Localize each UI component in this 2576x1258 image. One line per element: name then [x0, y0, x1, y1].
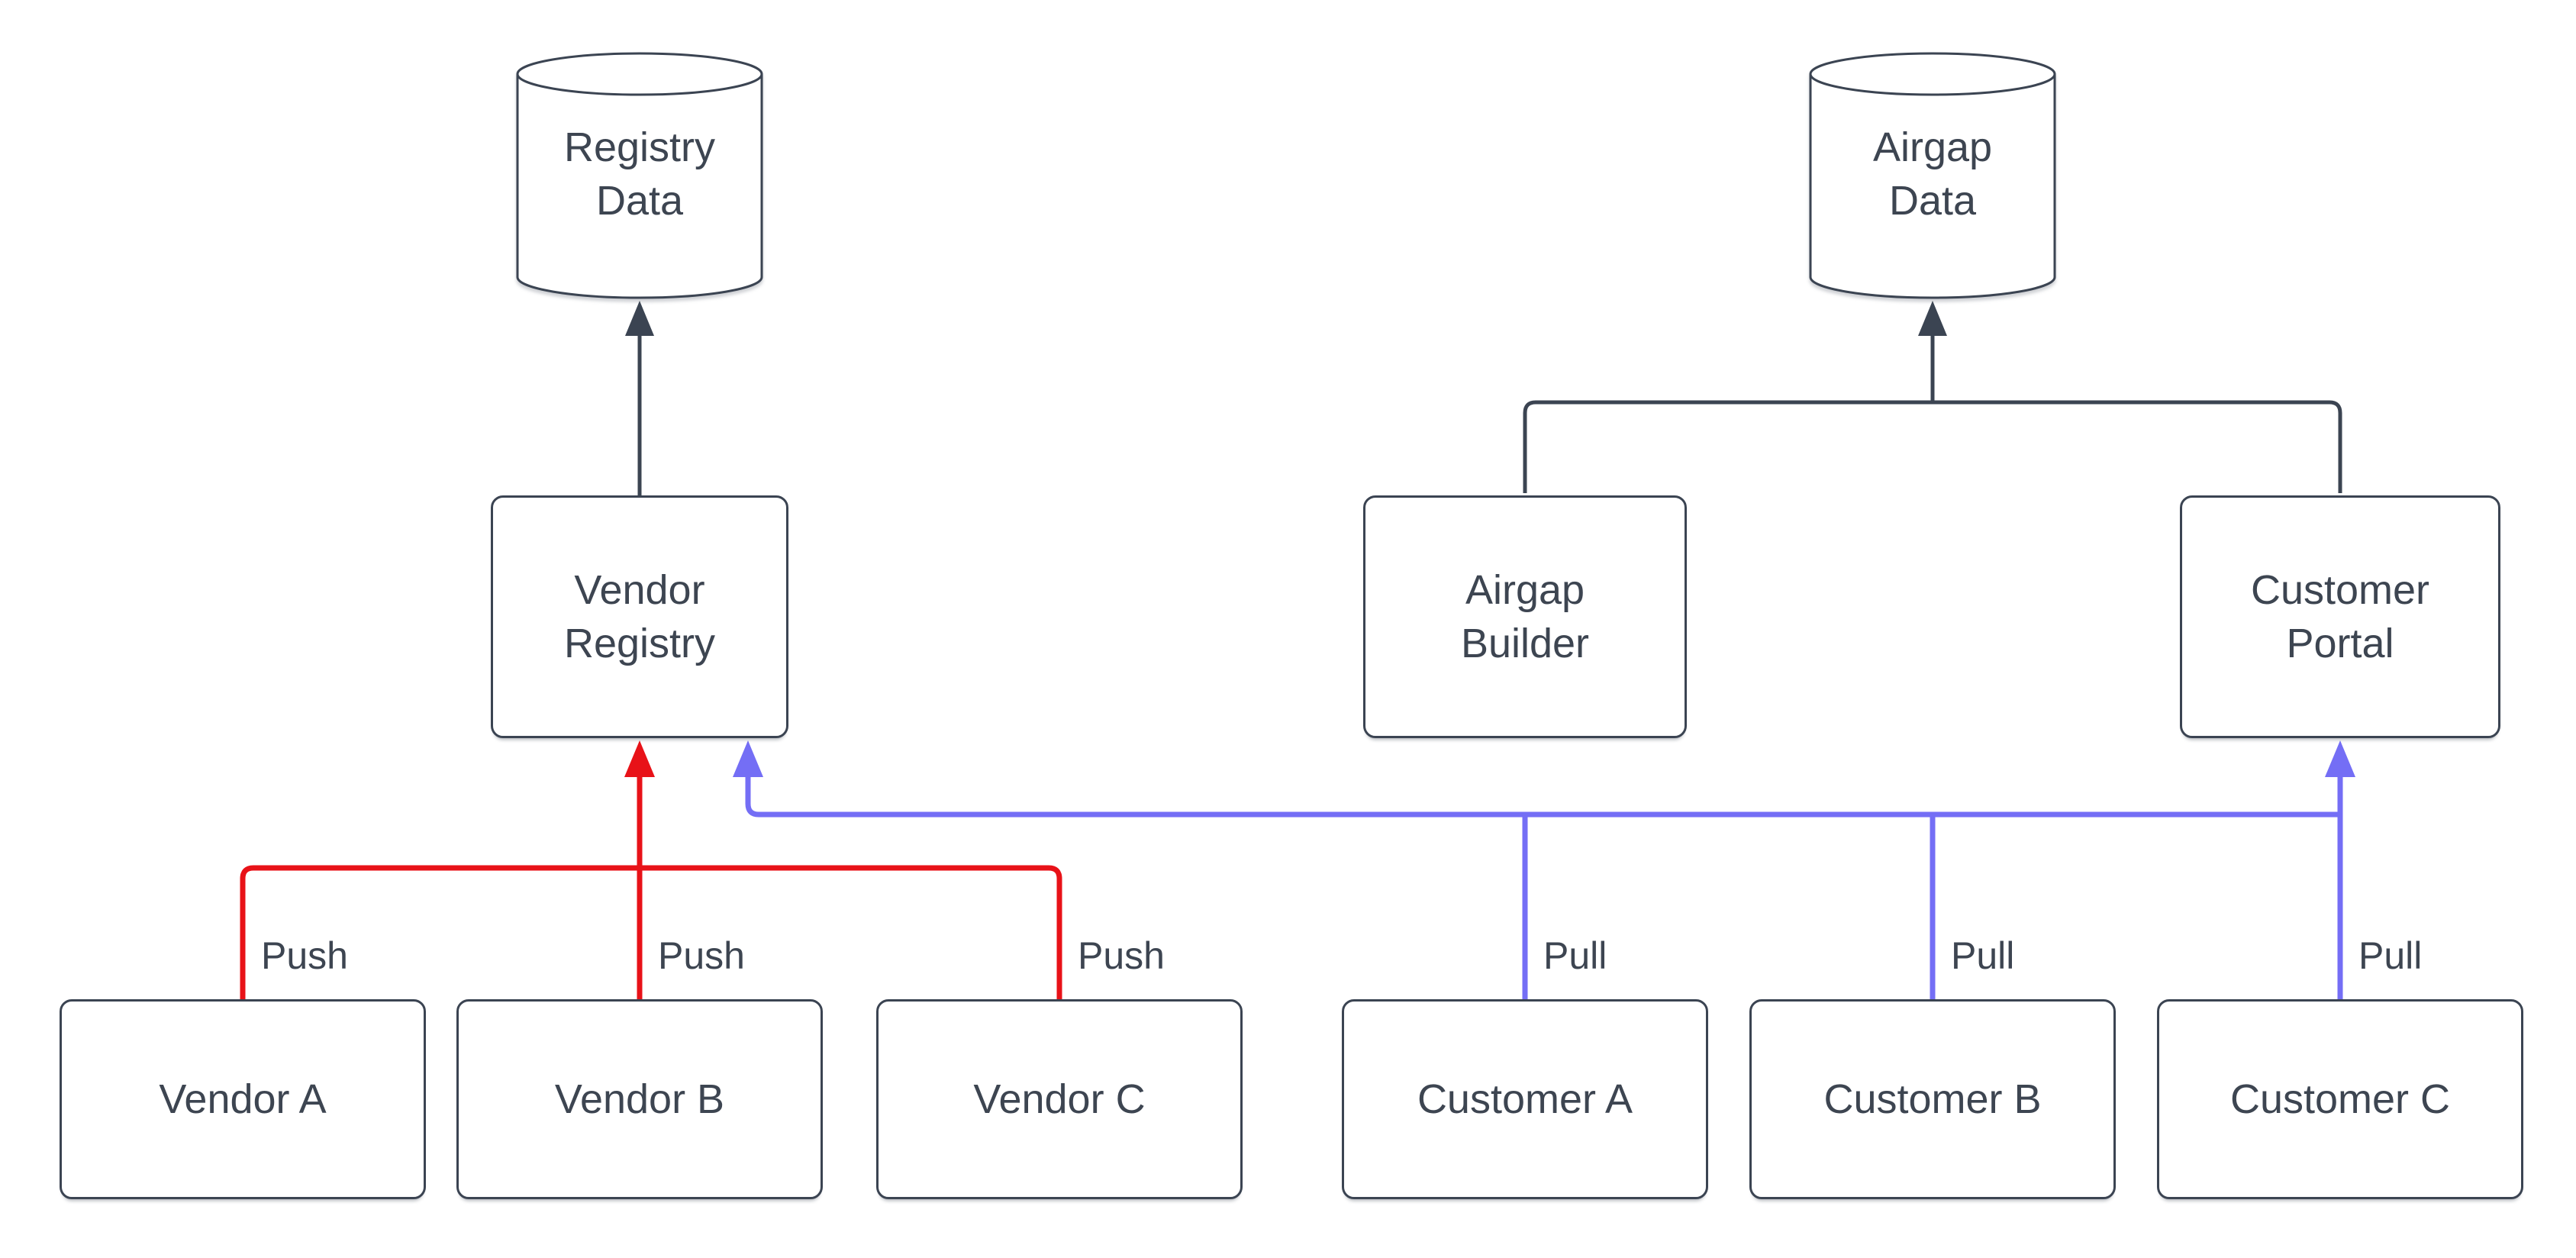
edge-label-pull-customer-c: Pull: [2358, 934, 2423, 977]
node-vendor-c: Vendor C: [876, 999, 1243, 1199]
cylinder-label-airgap-data: Airgap Data: [1810, 67, 2055, 281]
edge-label-push-vendor-b: Push: [658, 934, 745, 977]
edge-pull-bus: [745, 776, 2340, 818]
arrowhead-push-vendor-registry: [624, 740, 655, 777]
edge-label-push-vendor-a: Push: [261, 934, 348, 977]
node-label: Airgap Builder: [1460, 567, 1590, 666]
edge-label-pull-customer-b: Pull: [1951, 934, 2015, 977]
arrowhead-registry-data: [625, 301, 654, 336]
node-customer-portal: Customer Portal: [2180, 495, 2500, 738]
node-customer-c: Customer C: [2157, 999, 2523, 1199]
node-label: Vendor B: [554, 1076, 725, 1122]
node-label: Vendor A: [159, 1076, 327, 1122]
node-label: Vendor C: [973, 1076, 1146, 1122]
arrowhead-pull-vendor-registry: [733, 740, 763, 777]
cylinder-label-registry-data: Registry Data: [517, 67, 762, 281]
arrowhead-airgap-data: [1918, 301, 1947, 336]
node-label: Vendor Registry: [563, 567, 716, 666]
node-vendor-b: Vendor B: [456, 999, 823, 1199]
node-customer-b: Customer B: [1749, 999, 2116, 1199]
node-vendor-a: Vendor A: [60, 999, 426, 1199]
arrowhead-pull-customer-portal: [2325, 740, 2355, 777]
cylinder-registry-data: [516, 52, 763, 299]
edge-vendor-a-push: [240, 865, 640, 999]
node-label: Registry Data: [563, 124, 716, 224]
node-label: Customer C: [2229, 1076, 2451, 1122]
node-label: Customer B: [1823, 1076, 2042, 1122]
node-label: Customer A: [1417, 1076, 1633, 1122]
node-vendor-registry: Vendor Registry: [491, 495, 788, 738]
edge-label-pull-customer-a: Pull: [1543, 934, 1607, 977]
node-label: Airgap Data: [1872, 124, 1993, 224]
cylinder-airgap-data: [1809, 52, 2056, 299]
edge-airgap-builder-customer-portal-joint: [1523, 400, 2342, 493]
node-customer-a: Customer A: [1342, 999, 1708, 1199]
edge-label-push-vendor-c: Push: [1078, 934, 1165, 977]
node-label: Customer Portal: [2250, 567, 2430, 666]
edge-vendor-c-push: [640, 865, 1062, 999]
node-airgap-builder: Airgap Builder: [1363, 495, 1687, 738]
